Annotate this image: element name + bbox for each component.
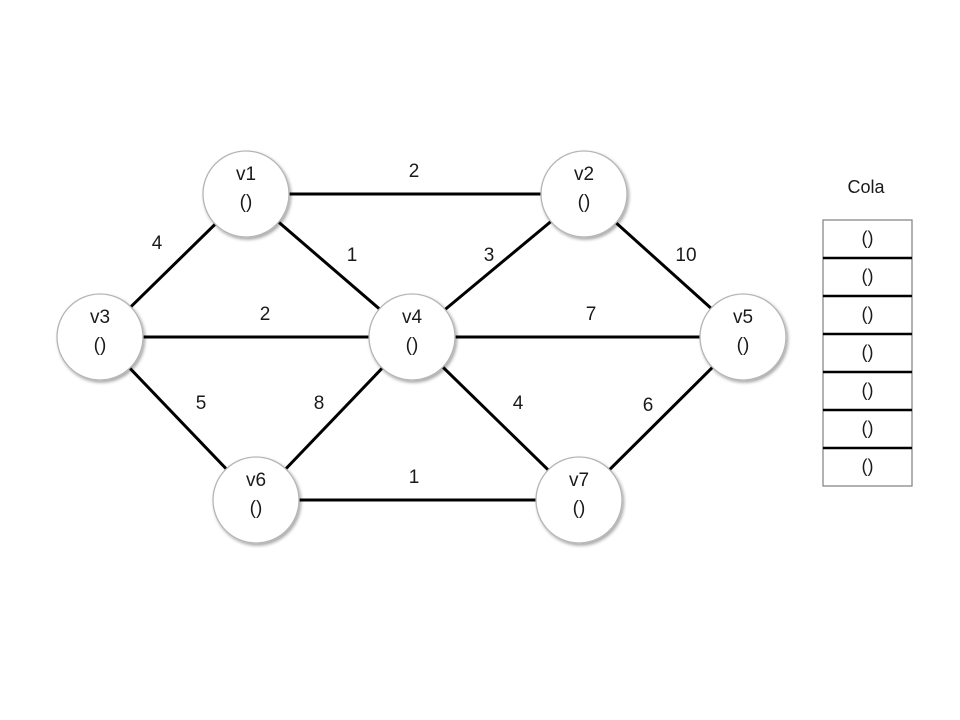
node-label-v5: v5: [733, 307, 753, 328]
queue-cell: (): [822, 371, 913, 411]
queue-cell: (): [822, 295, 913, 335]
node-label-v1: v1: [236, 164, 256, 185]
queue-cell: (): [822, 409, 913, 449]
node-v5: v5 (): [699, 293, 787, 381]
queue-title: Cola: [847, 177, 885, 197]
node-value-v6: (): [250, 498, 263, 519]
node-label-v3: v3: [90, 307, 110, 328]
queue-cell: (): [822, 333, 913, 373]
queue-cell-value: (): [862, 380, 874, 400]
node-value-v1: (): [240, 192, 253, 213]
node-circle-v7: [535, 456, 623, 544]
queue-cell: (): [822, 219, 913, 259]
edge-weight-v1-v3: 4: [152, 233, 163, 254]
edge-weight-v5-v7: 6: [643, 395, 654, 416]
queue-cell-value: (): [862, 228, 874, 248]
node-circle-v5: [699, 293, 787, 381]
edge-weight-v1-v2: 2: [409, 161, 420, 182]
edge-weight-v4-v5: 7: [586, 304, 597, 325]
edge-weight-v6-v7: 1: [409, 467, 420, 488]
edge-weight-v4-v7: 4: [513, 393, 524, 414]
node-circle-v4: [368, 293, 456, 381]
nodes-layer: v1 () v2 () v3 () v4 () v5 () v6 () v7 (): [56, 150, 787, 544]
queue-cell: (): [822, 257, 913, 297]
node-label-v6: v6: [246, 470, 266, 491]
queue-cell-box: [822, 333, 913, 373]
edge-weights-layer: 2 4 1 3 10 2 7 5 8 4 6 1: [152, 161, 697, 488]
queue-cell-box: [822, 295, 913, 335]
node-v2: v2 (): [540, 150, 628, 238]
node-circle-v1: [202, 150, 290, 238]
edge-weight-v3-v6: 5: [196, 393, 207, 414]
queue-cell-value: (): [862, 342, 874, 362]
node-circle-v2: [540, 150, 628, 238]
node-v4: v4 (): [368, 293, 456, 381]
node-value-v2: (): [578, 192, 591, 213]
node-label-v2: v2: [574, 164, 594, 185]
queue-cell-value: (): [862, 418, 874, 438]
node-value-v3: (): [94, 335, 107, 356]
queue-cells: () () () () () () (): [822, 219, 913, 487]
edge-weight-v3-v4: 2: [260, 304, 271, 325]
queue-cell: (): [822, 447, 913, 487]
node-v1: v1 (): [202, 150, 290, 238]
node-value-v7: (): [573, 498, 586, 519]
node-circle-v6: [212, 456, 300, 544]
edge-weight-v2-v4: 3: [484, 245, 495, 266]
edge-weight-v2-v5: 10: [675, 245, 696, 266]
node-v6: v6 (): [212, 456, 300, 544]
node-circle-v3: [56, 293, 144, 381]
node-v7: v7 (): [535, 456, 623, 544]
node-value-v4: (): [406, 335, 419, 356]
edge-weight-v1-v4: 1: [347, 245, 358, 266]
queue-cell-value: (): [862, 456, 874, 476]
queue-panel: Cola () () () () () () (): [822, 177, 913, 487]
node-v3: v3 (): [56, 293, 144, 381]
queue-cell-value: (): [862, 266, 874, 286]
queue-cell-value: (): [862, 304, 874, 324]
node-label-v4: v4: [402, 307, 423, 328]
queue-cell-box: [822, 219, 913, 259]
node-value-v5: (): [737, 335, 750, 356]
edge-weight-v4-v6: 8: [314, 393, 325, 414]
node-label-v7: v7: [569, 470, 589, 491]
